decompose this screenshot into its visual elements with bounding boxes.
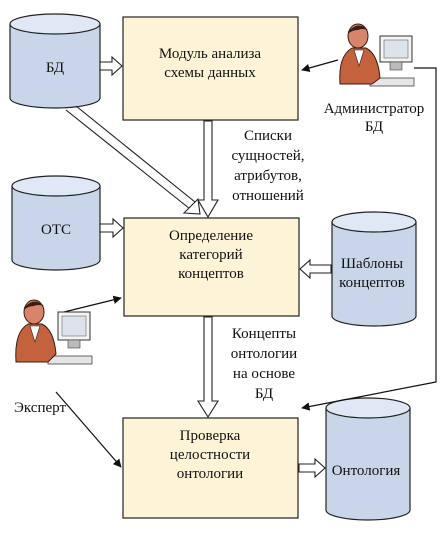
arrow-otc-to-categories <box>99 217 124 239</box>
arrow-admin-to-integrity <box>301 67 437 411</box>
database-templates-label-1: Шаблоны <box>341 256 403 272</box>
admin-label-line-2: БД <box>365 119 383 135</box>
database-templates: Шаблоны концептов <box>331 211 417 327</box>
flow-lists-line-4: отношений <box>232 188 304 204</box>
process-integrity-check-line-3: онтологии <box>177 466 243 482</box>
arrow-integrity-to-ontology <box>298 457 326 479</box>
process-schema-analysis-line-1: Модуль анализа <box>159 46 261 62</box>
process-category-definition-line-3: концептов <box>178 266 244 282</box>
process-category-definition: Определение категорий концептов <box>123 217 300 317</box>
arrow-bd-to-module <box>99 55 123 77</box>
database-bd-label: БД <box>46 60 64 76</box>
process-integrity-check-line-2: целостности <box>170 447 250 463</box>
process-integrity-check: Проверка целостности онтологии <box>122 417 299 519</box>
process-schema-analysis: Модуль анализа схемы данных <box>122 16 299 121</box>
database-ontology: Онтология <box>325 397 411 521</box>
arrow-module-to-categories <box>197 120 219 219</box>
process-schema-analysis-line-2: схемы данных <box>164 65 256 81</box>
database-bd: БД <box>9 13 101 109</box>
expert-label: Эксперт <box>14 400 66 416</box>
flow-lists-line-1: Списки <box>244 128 292 144</box>
admin-label-line-1: Администратор <box>324 101 425 117</box>
flow-concepts-line-3: на основе <box>233 366 295 382</box>
database-templates-label-2: концептов <box>339 275 405 291</box>
arrow-expert-to-categories <box>63 295 122 313</box>
flow-concepts-line-1: Концепты <box>232 326 296 342</box>
arrow-expert-to-integrity <box>55 391 122 468</box>
arrow-categories-to-integrity <box>197 316 219 419</box>
flow-concepts-line-2: онтологии <box>231 346 297 362</box>
database-otc: ОТС <box>11 175 101 271</box>
flow-lists-line-3: атрибутов, <box>234 168 302 184</box>
expert-person-icon <box>15 299 93 365</box>
flow-lists-line-2: сущностей, <box>231 148 304 164</box>
process-integrity-check-line-1: Проверка <box>180 428 241 444</box>
process-category-definition-line-1: Определение <box>169 228 253 244</box>
process-category-definition-line-2: категорий <box>179 247 242 263</box>
flow-concepts-line-4: БД <box>255 386 273 402</box>
database-ontology-label: Онтология <box>332 463 401 479</box>
database-otc-label: ОТС <box>41 222 71 238</box>
arrow-admin-to-module <box>301 59 339 73</box>
admin-person-icon <box>339 23 415 87</box>
arrow-templates-to-categories <box>299 258 332 280</box>
arrow-bd-to-categories <box>65 105 201 215</box>
